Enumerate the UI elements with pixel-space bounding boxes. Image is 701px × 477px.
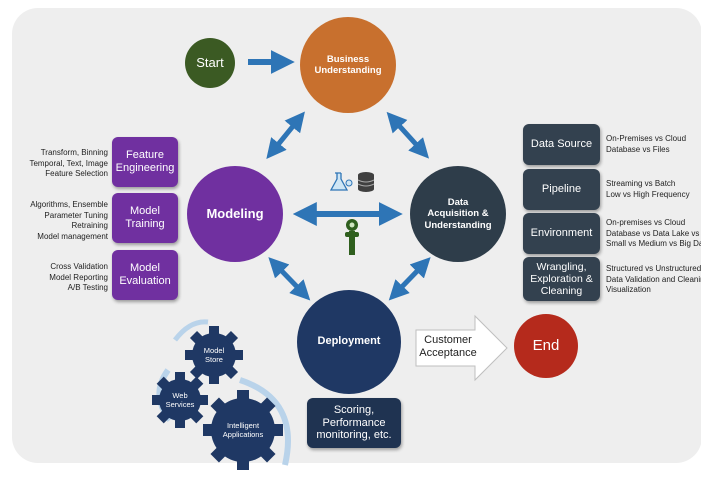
end-node: End (514, 314, 578, 378)
model-store-label: Model Store (203, 346, 225, 364)
pipeline-box: Pipeline (523, 169, 600, 210)
customer-acceptance-arrow (415, 314, 508, 382)
gear-cycle-arc (239, 377, 291, 466)
gear-cycle-arc (173, 319, 209, 342)
intelligent-applications-label: Intelligent Applications (222, 421, 264, 439)
start-node: Start (185, 38, 235, 88)
feature-engineering-details: Transform, Binning Temporal, Text, Image… (29, 148, 108, 178)
hand-gear-icon (345, 219, 359, 255)
customer-acceptance-label: Customer Acceptance (419, 334, 477, 359)
deployment-node: Deployment (297, 290, 401, 394)
wrangling-box: Wrangling, Exploration & Cleaning (523, 257, 600, 301)
end-label: End (532, 337, 560, 354)
pipeline-details: Streaming vs Batch Low vs High Frequency (606, 179, 690, 199)
data-source-box: Data Source (523, 124, 600, 165)
model-training-details: Algorithms, Ensemble Parameter Tuning Re… (30, 200, 108, 241)
modeling-label: Modeling (206, 206, 264, 222)
scoring-monitoring-box: Scoring, Performance monitoring, etc. (307, 398, 401, 448)
environment-box: Environment (523, 213, 600, 254)
data-acquisition-node: Data Acquisition & Understanding (410, 166, 506, 262)
flask-icon (329, 172, 353, 191)
modeling-node: Modeling (187, 166, 283, 262)
start-label: Start (196, 55, 224, 71)
data-deployment-arrow (388, 257, 431, 301)
data-acquisition-label: Data Acquisition & Understanding (424, 196, 492, 231)
model-training-box: Model Training (112, 193, 178, 243)
model-evaluation-box: Model Evaluation (112, 250, 178, 300)
model-evaluation-details: Cross Validation Model Reporting A/B Tes… (49, 262, 108, 292)
web-services-gear-icon (152, 372, 208, 428)
deployment-label: Deployment (317, 335, 381, 348)
business-understanding-node: Business Understanding (300, 17, 396, 113)
business-data-arrow (386, 111, 430, 159)
business-modeling-arrow (266, 111, 305, 159)
web-services-label: Web Services (165, 391, 195, 409)
modeling-deployment-arrow (268, 257, 311, 301)
environment-details: On-premises vs Cloud Database vs Data La… (606, 218, 701, 248)
wrangling-details: Structured vs Unstructured Data Validati… (606, 264, 701, 294)
feature-engineering-box: Feature Engineering (112, 137, 178, 187)
business-understanding-label: Business Understanding (314, 53, 382, 76)
database-icon (357, 172, 375, 192)
data-source-details: On-Premises vs Cloud Database vs Files (606, 134, 687, 154)
